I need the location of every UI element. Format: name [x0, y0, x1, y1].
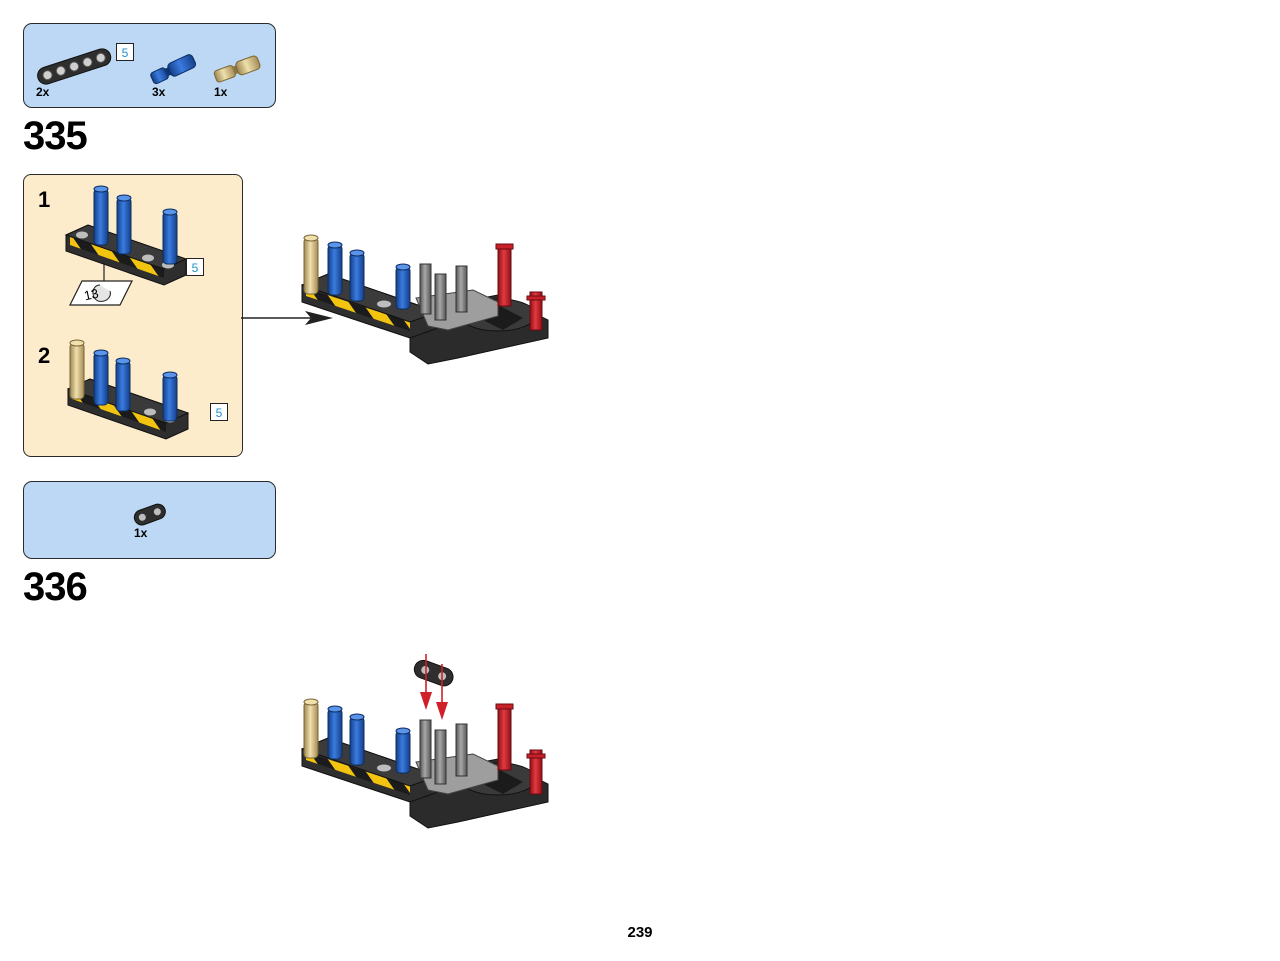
part-quantity: 2x — [36, 85, 50, 99]
black-beam-part-icon — [37, 48, 112, 85]
part-quantity: 1x — [214, 85, 228, 99]
substep-2-assembly-image — [66, 339, 190, 440]
part-quantity: 1x — [134, 526, 148, 540]
page-reference-callout — [69, 263, 133, 306]
beam-length-label: 5 — [210, 403, 228, 421]
parts-list-step-336: 1x — [23, 481, 276, 559]
parts-list-step-335: 5 2x 3x 1x — [23, 23, 276, 108]
step-number: 335 — [23, 114, 88, 158]
black-connector-link-part-icon — [133, 503, 166, 526]
callout-page-number: 13 — [82, 285, 100, 304]
substep-callout-box: 1 5 13 2 5 — [23, 174, 243, 457]
substep-number: 1 — [38, 187, 51, 212]
substep-1-assembly-image — [64, 185, 188, 286]
beam-length-label: 5 — [116, 43, 134, 61]
step-number: 336 — [23, 565, 88, 609]
substep-number: 2 — [38, 343, 51, 368]
beam-length-label: 5 — [186, 258, 204, 276]
page-number: 239 — [627, 924, 653, 941]
part-quantity: 3x — [152, 85, 166, 99]
step-335-main-model-image — [300, 234, 549, 365]
assembly-arrow-icon — [241, 311, 333, 325]
tan-axle-pin-part-icon — [213, 55, 261, 83]
step-336-main-model-image — [300, 654, 549, 829]
blue-axle-pin-part-icon — [150, 54, 197, 85]
